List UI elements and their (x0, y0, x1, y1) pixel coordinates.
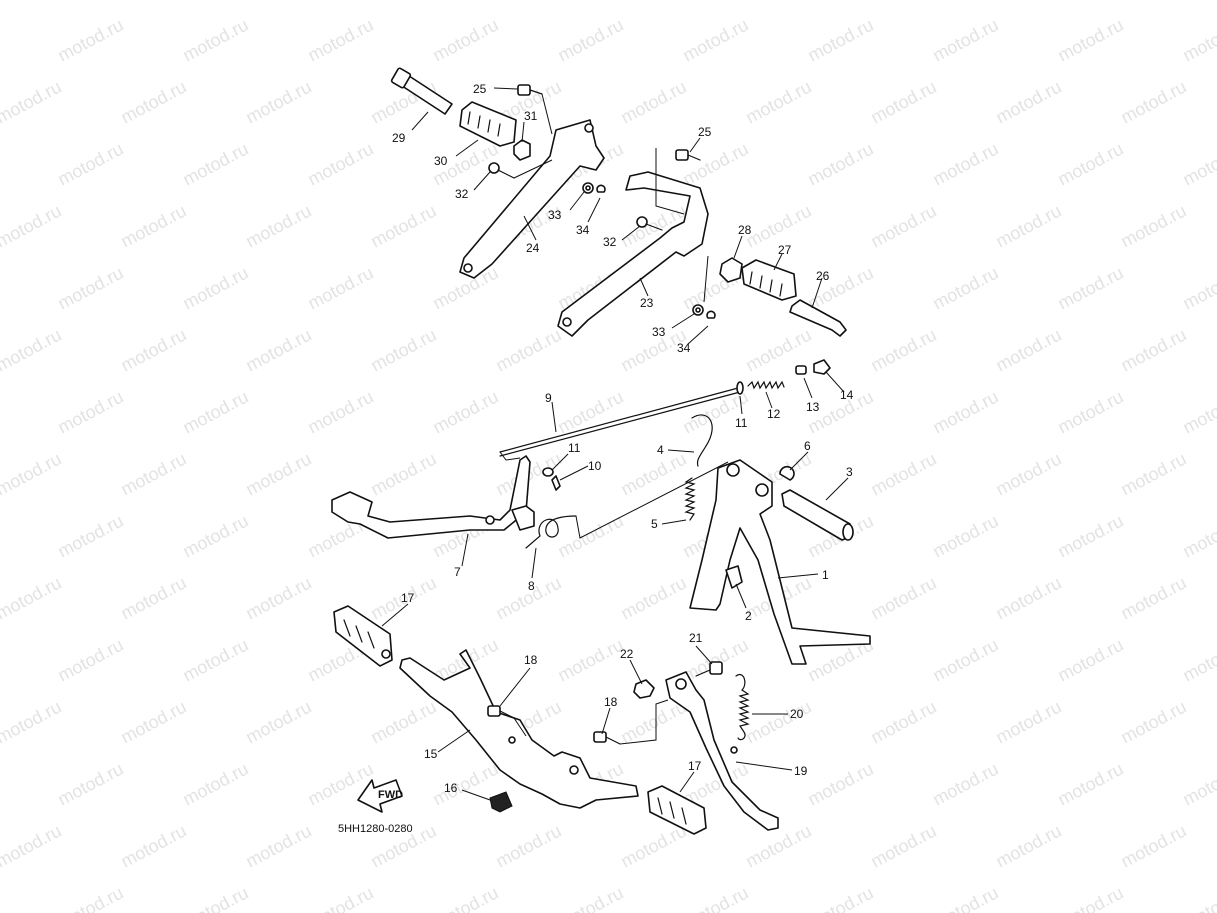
callout-34-upper-left: 34 (576, 223, 590, 237)
callout-28: 28 (738, 223, 752, 237)
callout-25-top: 25 (473, 82, 487, 96)
callout-23: 23 (640, 296, 654, 310)
callout-1: 1 (822, 568, 829, 582)
part-22-nut (633, 679, 655, 699)
callout-5: 5 (651, 517, 658, 531)
part-11-washer-left (542, 467, 554, 477)
part-12-spring (747, 380, 785, 390)
part-30-footrest-rubber (459, 101, 517, 147)
part-19-side-stand (665, 671, 779, 831)
callout-10: 10 (588, 459, 602, 473)
part-16-bracket (489, 791, 513, 813)
callout-31: 31 (524, 109, 538, 123)
callout-27: 27 (778, 243, 792, 257)
part-15-footrest-bar (399, 649, 639, 809)
diagram-code: 5HH1280-0280 (338, 823, 413, 835)
part-32-bolt-left (488, 162, 515, 179)
callout-8: 8 (528, 579, 535, 593)
part-21-bolt (695, 661, 723, 677)
callout-32-left: 32 (455, 187, 469, 201)
part-11-washer-right (736, 381, 744, 395)
part-1-main-stand (689, 459, 871, 665)
part-28-collar (719, 257, 743, 283)
part-26-pin (789, 299, 847, 337)
callout-34-upper-right: 34 (677, 341, 691, 355)
callout-24: 24 (526, 241, 540, 255)
callout-15: 15 (424, 747, 438, 761)
part-33-washer-upper-left (582, 182, 594, 194)
callout-11-left: 11 (568, 441, 581, 455)
part-33-washer-upper-right (692, 304, 704, 316)
part-8-torsion-spring (525, 515, 577, 549)
part-14-wing-nut (813, 359, 831, 375)
part-27-footrest-rubber (741, 259, 797, 301)
callout-17-left: 17 (401, 591, 415, 605)
part-7-brake-pedal (331, 455, 535, 539)
callout-25-right: 25 (698, 125, 712, 139)
part-34-clip-upper-right (706, 310, 716, 319)
callout-leaders (381, 87, 849, 801)
part-34-clip-upper-left (596, 184, 606, 193)
part-23-bracket-right (557, 171, 709, 337)
callout-21: 21 (689, 631, 703, 645)
part-17-footrest-right (647, 785, 707, 835)
callout-33-upper-right: 33 (652, 325, 666, 339)
callout-6: 6 (804, 439, 811, 453)
part-18-bolt-lower (593, 731, 621, 745)
callout-26: 26 (816, 269, 830, 283)
callout-20: 20 (790, 707, 804, 721)
connector-lines (499, 93, 729, 745)
callout-18-upper: 18 (524, 653, 538, 667)
part-29-pin (390, 67, 453, 115)
part-4-spring-hook (691, 414, 713, 467)
fwd-arrow-icon: FWD (357, 779, 403, 813)
part-31-collar (513, 139, 531, 161)
callout-17-right: 17 (688, 759, 702, 773)
callout-19: 19 (794, 764, 808, 778)
part-3-pivot-shaft (781, 489, 854, 541)
callout-7: 7 (454, 565, 461, 579)
callout-32-right: 32 (603, 235, 617, 249)
callout-30: 30 (434, 154, 448, 168)
part-25-bolt-top (517, 84, 543, 96)
callout-18-lower: 18 (604, 695, 618, 709)
part-5-spring (684, 477, 696, 521)
callout-12: 12 (767, 407, 781, 421)
fwd-label: FWD (378, 789, 403, 801)
part-25-bolt-right (675, 149, 701, 161)
callout-2: 2 (745, 609, 752, 623)
callout-14: 14 (840, 388, 854, 402)
callout-9: 9 (545, 391, 552, 405)
callout-4: 4 (657, 443, 664, 457)
part-10-pin (551, 475, 561, 491)
callout-33-upper-left: 33 (548, 208, 562, 222)
part-17-footrest-left (333, 605, 393, 667)
callout-numbers: 29 30 32 25 31 33 34 24 25 32 23 28 27 2… (392, 82, 854, 795)
callout-13: 13 (806, 400, 820, 414)
part-20-spring (735, 674, 750, 741)
part-24-bracket-left (459, 119, 605, 279)
part-13-collar (795, 365, 807, 375)
part-9-brake-rod (499, 387, 741, 457)
callout-11-right: 11 (735, 416, 748, 430)
callout-3: 3 (846, 465, 853, 479)
callout-22: 22 (620, 647, 634, 661)
callout-16: 16 (444, 781, 458, 795)
callout-29: 29 (392, 131, 406, 145)
part-18-bolt-upper (487, 705, 515, 719)
part-32-bolt-right (636, 216, 663, 231)
